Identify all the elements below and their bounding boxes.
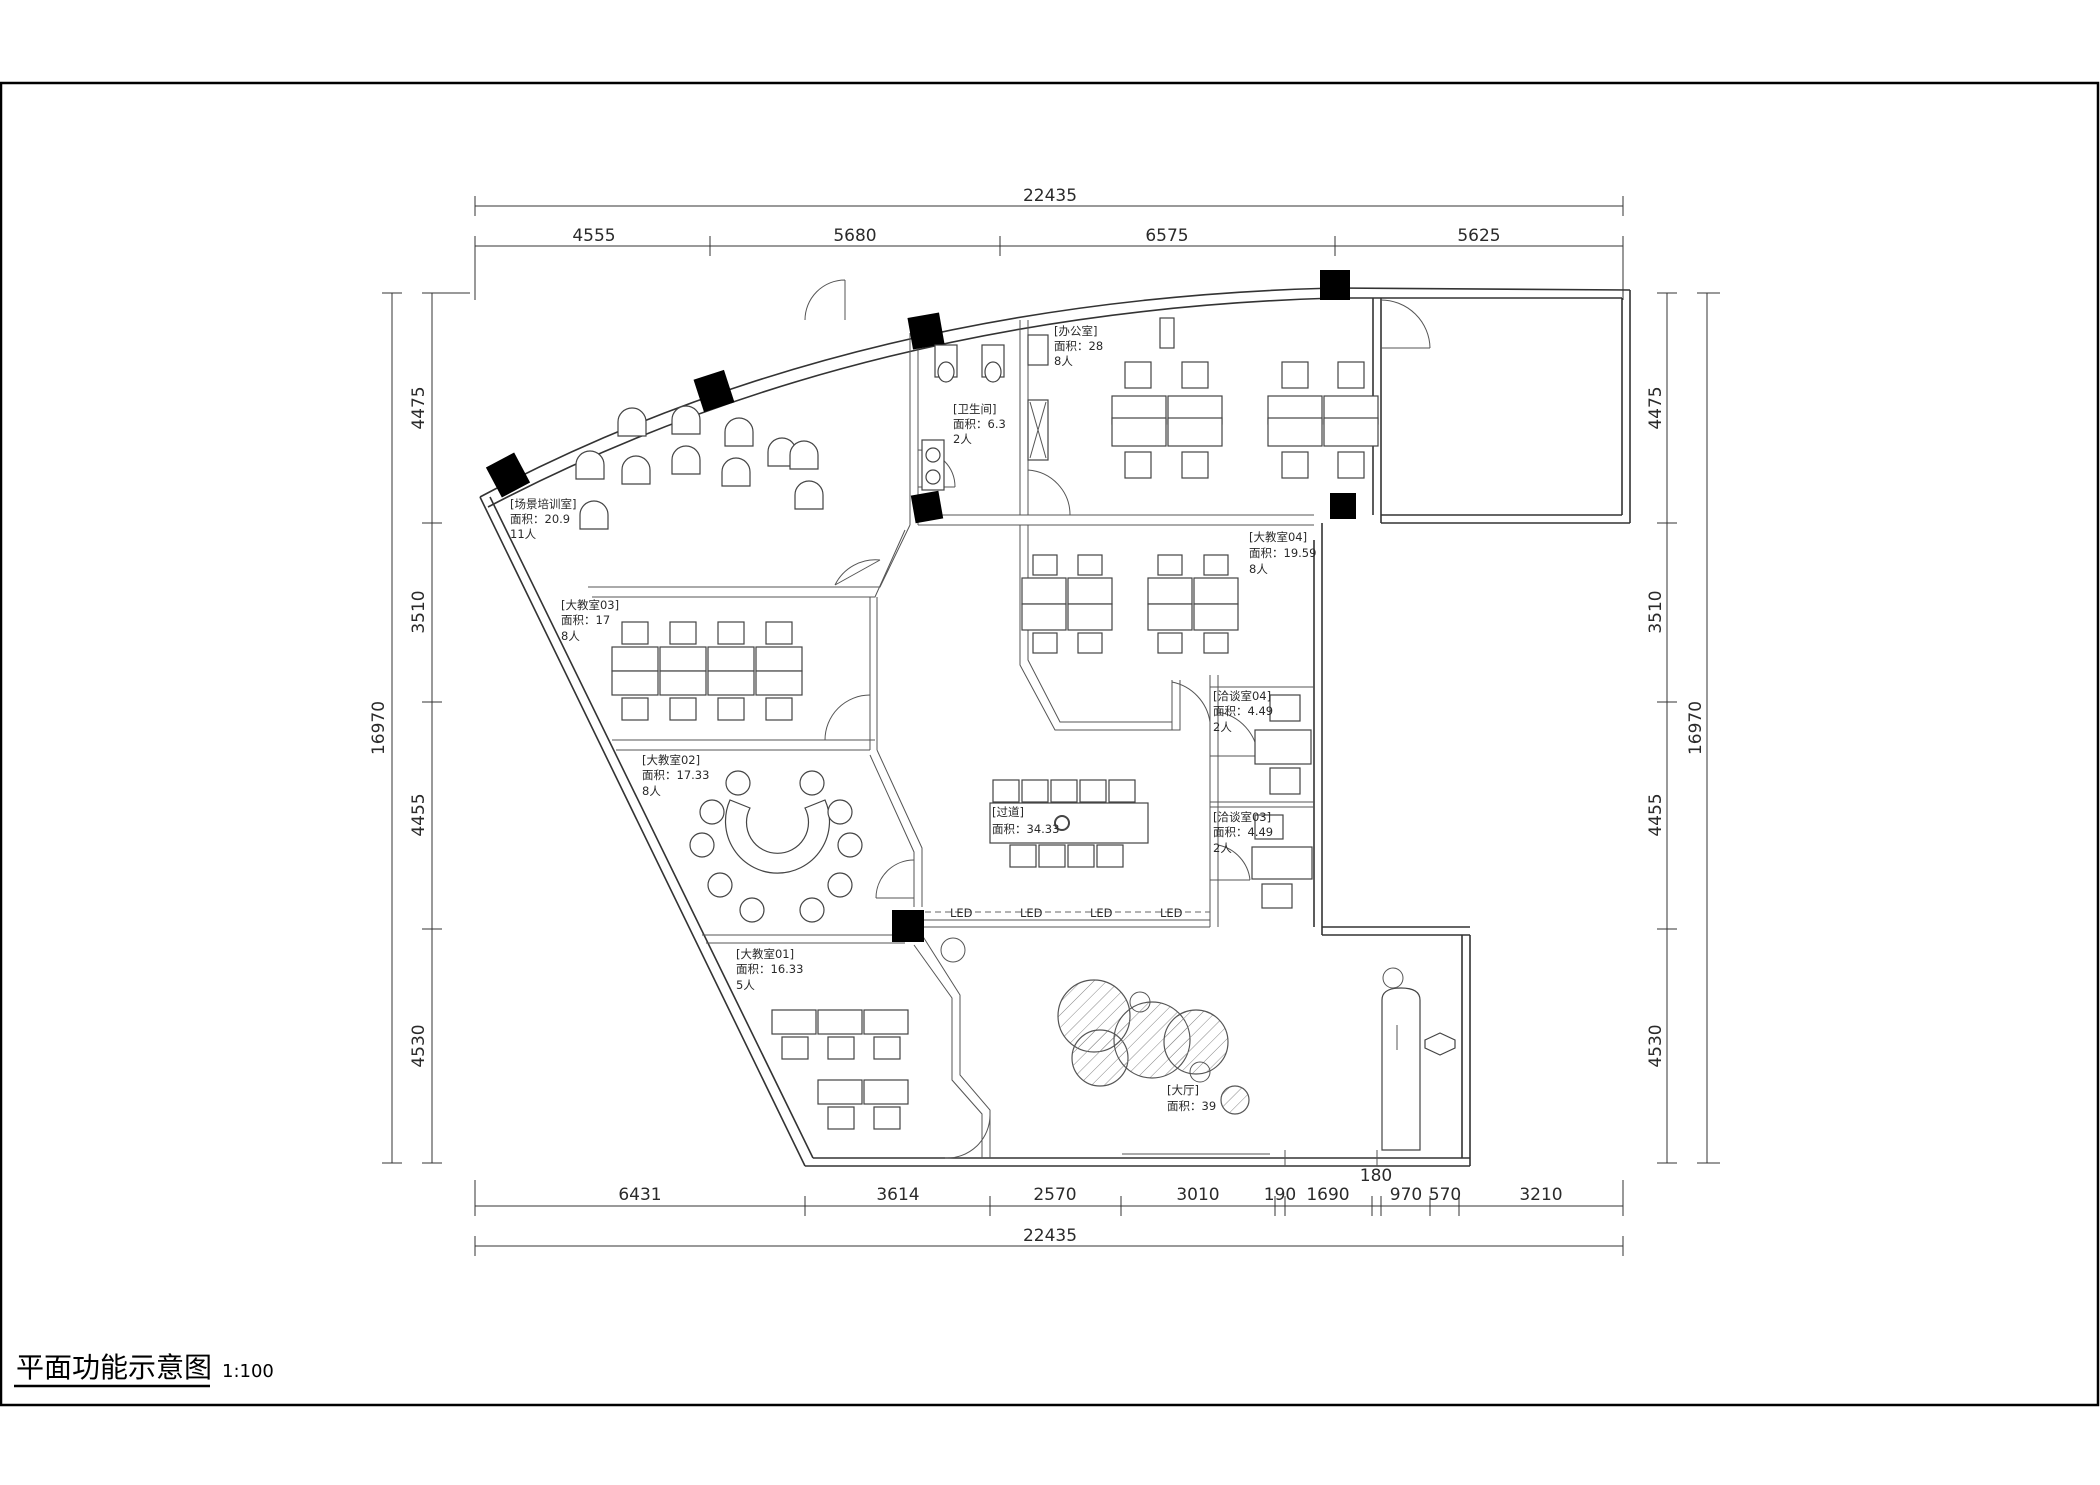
bottom-seg-1: 6431 bbox=[618, 1185, 661, 1205]
svg-text:面积：20.9: 面积：20.9 bbox=[510, 512, 570, 526]
room-label-classroom-01: [大教室01] 面积：16.33 5人 bbox=[736, 947, 803, 992]
svg-text:面积：4.49: 面积：4.49 bbox=[1213, 825, 1273, 839]
svg-text:面积：16.33: 面积：16.33 bbox=[736, 962, 803, 976]
room-label-classroom-03: [大教室03] 面积：17 8人 bbox=[561, 598, 619, 643]
top-seg-1: 4555 bbox=[572, 226, 615, 246]
office-furniture bbox=[1111, 361, 1379, 479]
class03-desks bbox=[611, 621, 803, 721]
right-seg-2: 3510 bbox=[1646, 590, 1666, 633]
svg-text:面积：39: 面积：39 bbox=[1167, 1099, 1216, 1113]
svg-text:[大教室04]: [大教室04] bbox=[1249, 530, 1307, 544]
svg-text:[卫生间]: [卫生间] bbox=[953, 402, 996, 416]
right-seg-4: 4530 bbox=[1646, 1024, 1666, 1067]
bottom-seg-8: 970 bbox=[1390, 1185, 1422, 1205]
svg-text:2人: 2人 bbox=[1213, 720, 1232, 734]
left-seg-1: 4475 bbox=[409, 386, 429, 429]
led-label-3: LED bbox=[1090, 906, 1113, 920]
svg-text:8人: 8人 bbox=[1249, 562, 1268, 576]
svg-text:面积：17.33: 面积：17.33 bbox=[642, 768, 709, 782]
walls bbox=[479, 287, 1631, 1167]
svg-text:[过道]: [过道] bbox=[992, 805, 1024, 819]
left-seg-2: 3510 bbox=[409, 590, 429, 633]
svg-text:8人: 8人 bbox=[642, 784, 661, 798]
svg-text:8人: 8人 bbox=[561, 629, 580, 643]
right-dimensions: 4475 3510 4455 4530 16970 bbox=[1646, 292, 1720, 1164]
right-seg-3: 4455 bbox=[1646, 793, 1666, 836]
class04-desks bbox=[1021, 554, 1239, 654]
svg-text:[场景培训室]: [场景培训室] bbox=[510, 497, 576, 511]
meeting-room-furniture bbox=[1251, 694, 1313, 909]
right-seg-1: 4475 bbox=[1646, 386, 1666, 429]
room-label-office: [办公室] 面积：28 8人 bbox=[1054, 324, 1103, 368]
room-label-classroom-04: [大教室04] 面积：19.59 8人 bbox=[1249, 530, 1316, 576]
left-total-dim: 16970 bbox=[369, 701, 389, 755]
svg-text:面积：34.33: 面积：34.33 bbox=[992, 822, 1059, 836]
lobby-features bbox=[940, 937, 1456, 1151]
bottom-seg-7: 180 bbox=[1360, 1166, 1392, 1186]
drawing-scale: 1:100 bbox=[222, 1361, 274, 1382]
bottom-seg-6: 1690 bbox=[1306, 1185, 1349, 1205]
room-label-classroom-02: [大教室02] 面积：17.33 8人 bbox=[642, 753, 709, 798]
led-label-1: LED bbox=[950, 906, 973, 920]
room-label-restroom: [卫生间] 面积：6.3 2人 bbox=[953, 402, 1006, 446]
svg-text:面积：19.59: 面积：19.59 bbox=[1249, 546, 1316, 560]
top-seg-3: 6575 bbox=[1145, 226, 1188, 246]
training-chairs bbox=[575, 405, 824, 530]
top-seg-2: 5680 bbox=[833, 226, 876, 246]
svg-text:[大教室01]: [大教室01] bbox=[736, 947, 794, 961]
bottom-dimensions: 6431 3614 2570 3010 190 1690 180 970 570… bbox=[474, 1166, 1624, 1256]
led-label-2: LED bbox=[1020, 906, 1043, 920]
drawing-title: 平面功能示意图 bbox=[16, 1351, 212, 1384]
wc-fixtures bbox=[921, 317, 1175, 491]
led-strip: LED LED LED LED bbox=[925, 906, 1210, 920]
corridor-table bbox=[989, 779, 1149, 868]
top-seg-4: 5625 bbox=[1457, 226, 1500, 246]
svg-text:8人: 8人 bbox=[1054, 354, 1073, 368]
svg-text:5人: 5人 bbox=[736, 978, 755, 992]
left-seg-4: 4530 bbox=[409, 1024, 429, 1067]
left-dimensions: 16970 4475 3510 4455 4530 bbox=[369, 292, 470, 1164]
bottom-seg-10: 3210 bbox=[1519, 1185, 1562, 1205]
svg-text:2人: 2人 bbox=[953, 432, 972, 446]
top-dimensions: 22435 4555 5680 6575 5625 bbox=[474, 186, 1624, 300]
top-total-dim: 22435 bbox=[1023, 186, 1077, 206]
bottom-seg-9: 570 bbox=[1429, 1185, 1461, 1205]
room-label-lobby: [大厅] 面积：39 bbox=[1167, 1083, 1216, 1113]
class02-round-table bbox=[689, 770, 863, 923]
right-total-dim: 16970 bbox=[1686, 701, 1706, 755]
svg-text:11人: 11人 bbox=[510, 527, 537, 541]
svg-text:面积：17: 面积：17 bbox=[561, 613, 610, 627]
bottom-seg-3: 2570 bbox=[1033, 1185, 1076, 1205]
room-label-scenario-training: [场景培训室] 面积：20.9 11人 bbox=[510, 497, 576, 541]
bottom-seg-2: 3614 bbox=[876, 1185, 919, 1205]
svg-text:面积：6.3: 面积：6.3 bbox=[953, 417, 1006, 431]
svg-text:[办公室]: [办公室] bbox=[1054, 324, 1097, 338]
left-seg-3: 4455 bbox=[409, 793, 429, 836]
room-label-meeting-03: [洽谈室03] 面积：4.49 2人 bbox=[1213, 810, 1273, 855]
bottom-seg-5: 190 bbox=[1264, 1185, 1296, 1205]
room-label-meeting-04: [洽谈室04] 面积：4.49 2人 bbox=[1213, 689, 1273, 734]
svg-text:面积：28: 面积：28 bbox=[1054, 339, 1103, 353]
svg-text:[大教室02]: [大教室02] bbox=[642, 753, 700, 767]
drawing-title-block: 平面功能示意图 1:100 bbox=[14, 1351, 274, 1388]
svg-text:面积：4.49: 面积：4.49 bbox=[1213, 704, 1273, 718]
svg-text:2人: 2人 bbox=[1213, 841, 1232, 855]
sheet-frame bbox=[0, 81, 2100, 1407]
svg-text:[大厅]: [大厅] bbox=[1167, 1083, 1199, 1097]
svg-text:[大教室03]: [大教室03] bbox=[561, 598, 619, 612]
led-label-4: LED bbox=[1160, 906, 1183, 920]
room-label-corridor: [过道] 面积：34.33 bbox=[992, 805, 1059, 836]
structural-columns bbox=[485, 270, 1356, 942]
bottom-seg-4: 3010 bbox=[1176, 1185, 1219, 1205]
svg-text:[洽谈室04]: [洽谈室04] bbox=[1213, 689, 1271, 703]
bottom-total-dim: 22435 bbox=[1023, 1226, 1077, 1246]
class01-desks bbox=[771, 1009, 909, 1130]
svg-text:[洽谈室03]: [洽谈室03] bbox=[1213, 810, 1271, 824]
